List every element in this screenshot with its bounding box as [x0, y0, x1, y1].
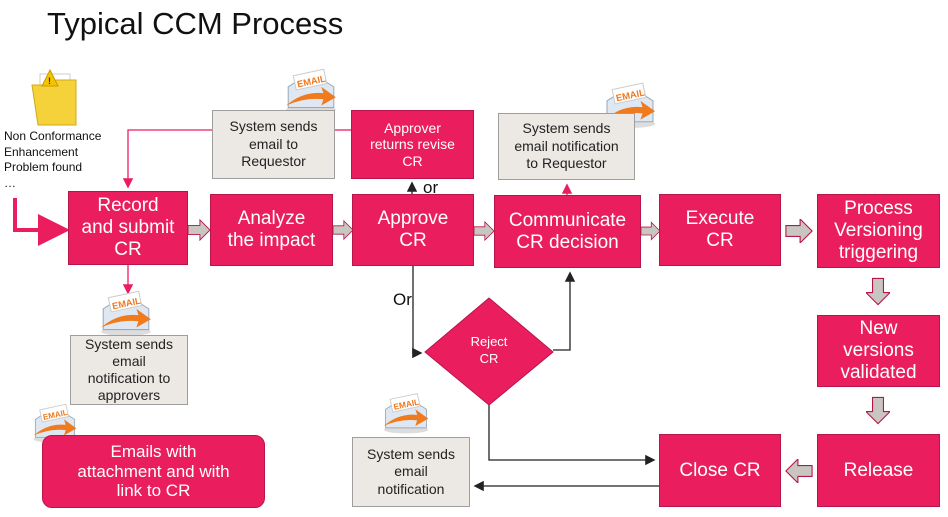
trigger-sources: Non Conformance Enhancement Problem foun…	[4, 129, 102, 190]
reject-label: Reject CR	[470, 334, 508, 366]
entry-arrow	[13, 198, 70, 246]
note-notify-requestor: System sends email notification to Reque…	[498, 113, 635, 180]
step-analyze[interactable]: Analyze the impact	[210, 194, 333, 266]
note-notify-approvers: System sends email notification to appro…	[70, 335, 188, 405]
or-label: or	[423, 178, 439, 197]
step-versioning[interactable]: Process Versioning triggering	[817, 194, 940, 268]
svg-text:!: !	[48, 76, 51, 86]
note-notify-close: System sends email notification	[352, 437, 470, 507]
flow-arrow	[866, 396, 890, 425]
email-icon	[383, 393, 429, 434]
flow-arrow	[333, 220, 353, 240]
step-release[interactable]: Release	[817, 434, 940, 507]
page-title: Typical CCM Process	[47, 6, 344, 41]
email-icon	[100, 290, 152, 336]
flow-arrow	[785, 459, 813, 483]
flow-arrow	[474, 221, 494, 241]
folder-warning-icon: !	[31, 68, 77, 126]
step-approver-returns[interactable]: Approver returns revise CR	[351, 110, 474, 179]
flow-arrow	[866, 277, 890, 306]
note-emails-attachment: Emails with attachment and with link to …	[42, 435, 265, 508]
step-validated[interactable]: New versions validated	[817, 315, 940, 387]
or-label: Or	[393, 290, 412, 309]
step-execute[interactable]: Execute CR	[659, 194, 781, 266]
step-record[interactable]: Record and submit CR	[68, 191, 188, 265]
reject-decision	[424, 297, 554, 406]
step-close[interactable]: Close CR	[659, 434, 781, 507]
email-icon	[285, 68, 337, 114]
flow-arrow	[785, 219, 813, 243]
flow-arrow	[641, 221, 660, 241]
note-email-requestor: System sends email to Requestor	[212, 110, 335, 179]
step-approve[interactable]: Approve CR	[352, 194, 474, 266]
flow-arrow	[188, 219, 210, 241]
step-communicate[interactable]: Communicate CR decision	[494, 195, 641, 268]
